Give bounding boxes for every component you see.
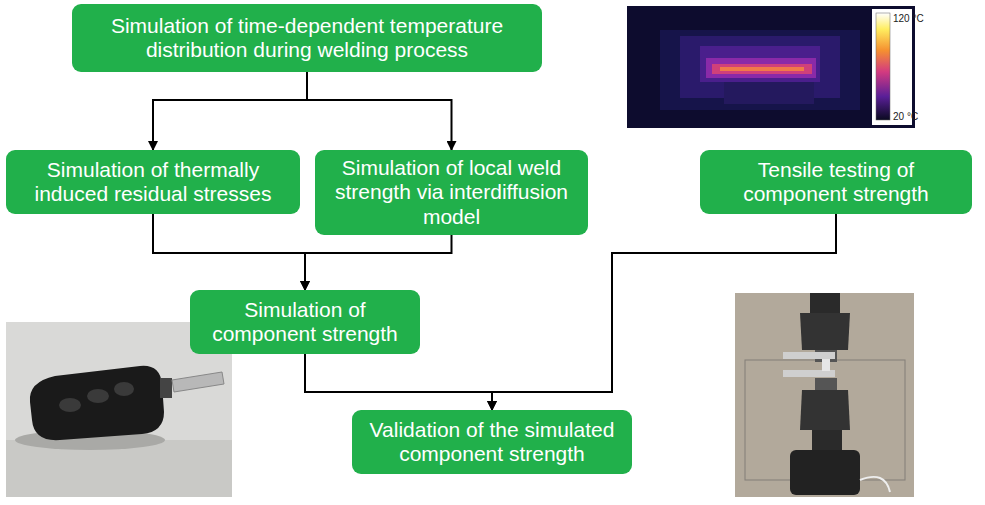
thermal-image: [627, 6, 915, 128]
process-box: Tensile testing of component strength: [700, 150, 972, 214]
box-text: Simulation of local weld strength via in…: [323, 156, 580, 228]
flow-arrow: [153, 72, 307, 150]
box-text: Validation of the simulated component st…: [360, 418, 624, 466]
process-box: Simulation of time-dependent temperature…: [72, 4, 542, 72]
process-box: Simulation of local weld strength via in…: [315, 150, 588, 235]
box-text: Tensile testing of component strength: [708, 158, 964, 206]
scale-label: 120 °C: [893, 14, 924, 24]
flow-arrow: [492, 214, 836, 410]
scale-label: 20 °C: [893, 112, 918, 122]
box-text: Simulation of component strength: [198, 298, 412, 346]
process-box: Validation of the simulated component st…: [352, 410, 632, 474]
flow-arrow: [305, 354, 492, 410]
flow-arrow: [305, 235, 452, 290]
tensile-test-photo: [735, 293, 914, 497]
box-text: Simulation of time-dependent temperature…: [80, 14, 534, 62]
flow-arrow: [307, 72, 452, 150]
process-box: Simulation of thermally induced residual…: [6, 150, 300, 214]
process-box: Simulation of component strength: [190, 290, 420, 354]
box-text: Simulation of thermally induced residual…: [14, 158, 292, 206]
flow-arrow: [153, 214, 305, 290]
